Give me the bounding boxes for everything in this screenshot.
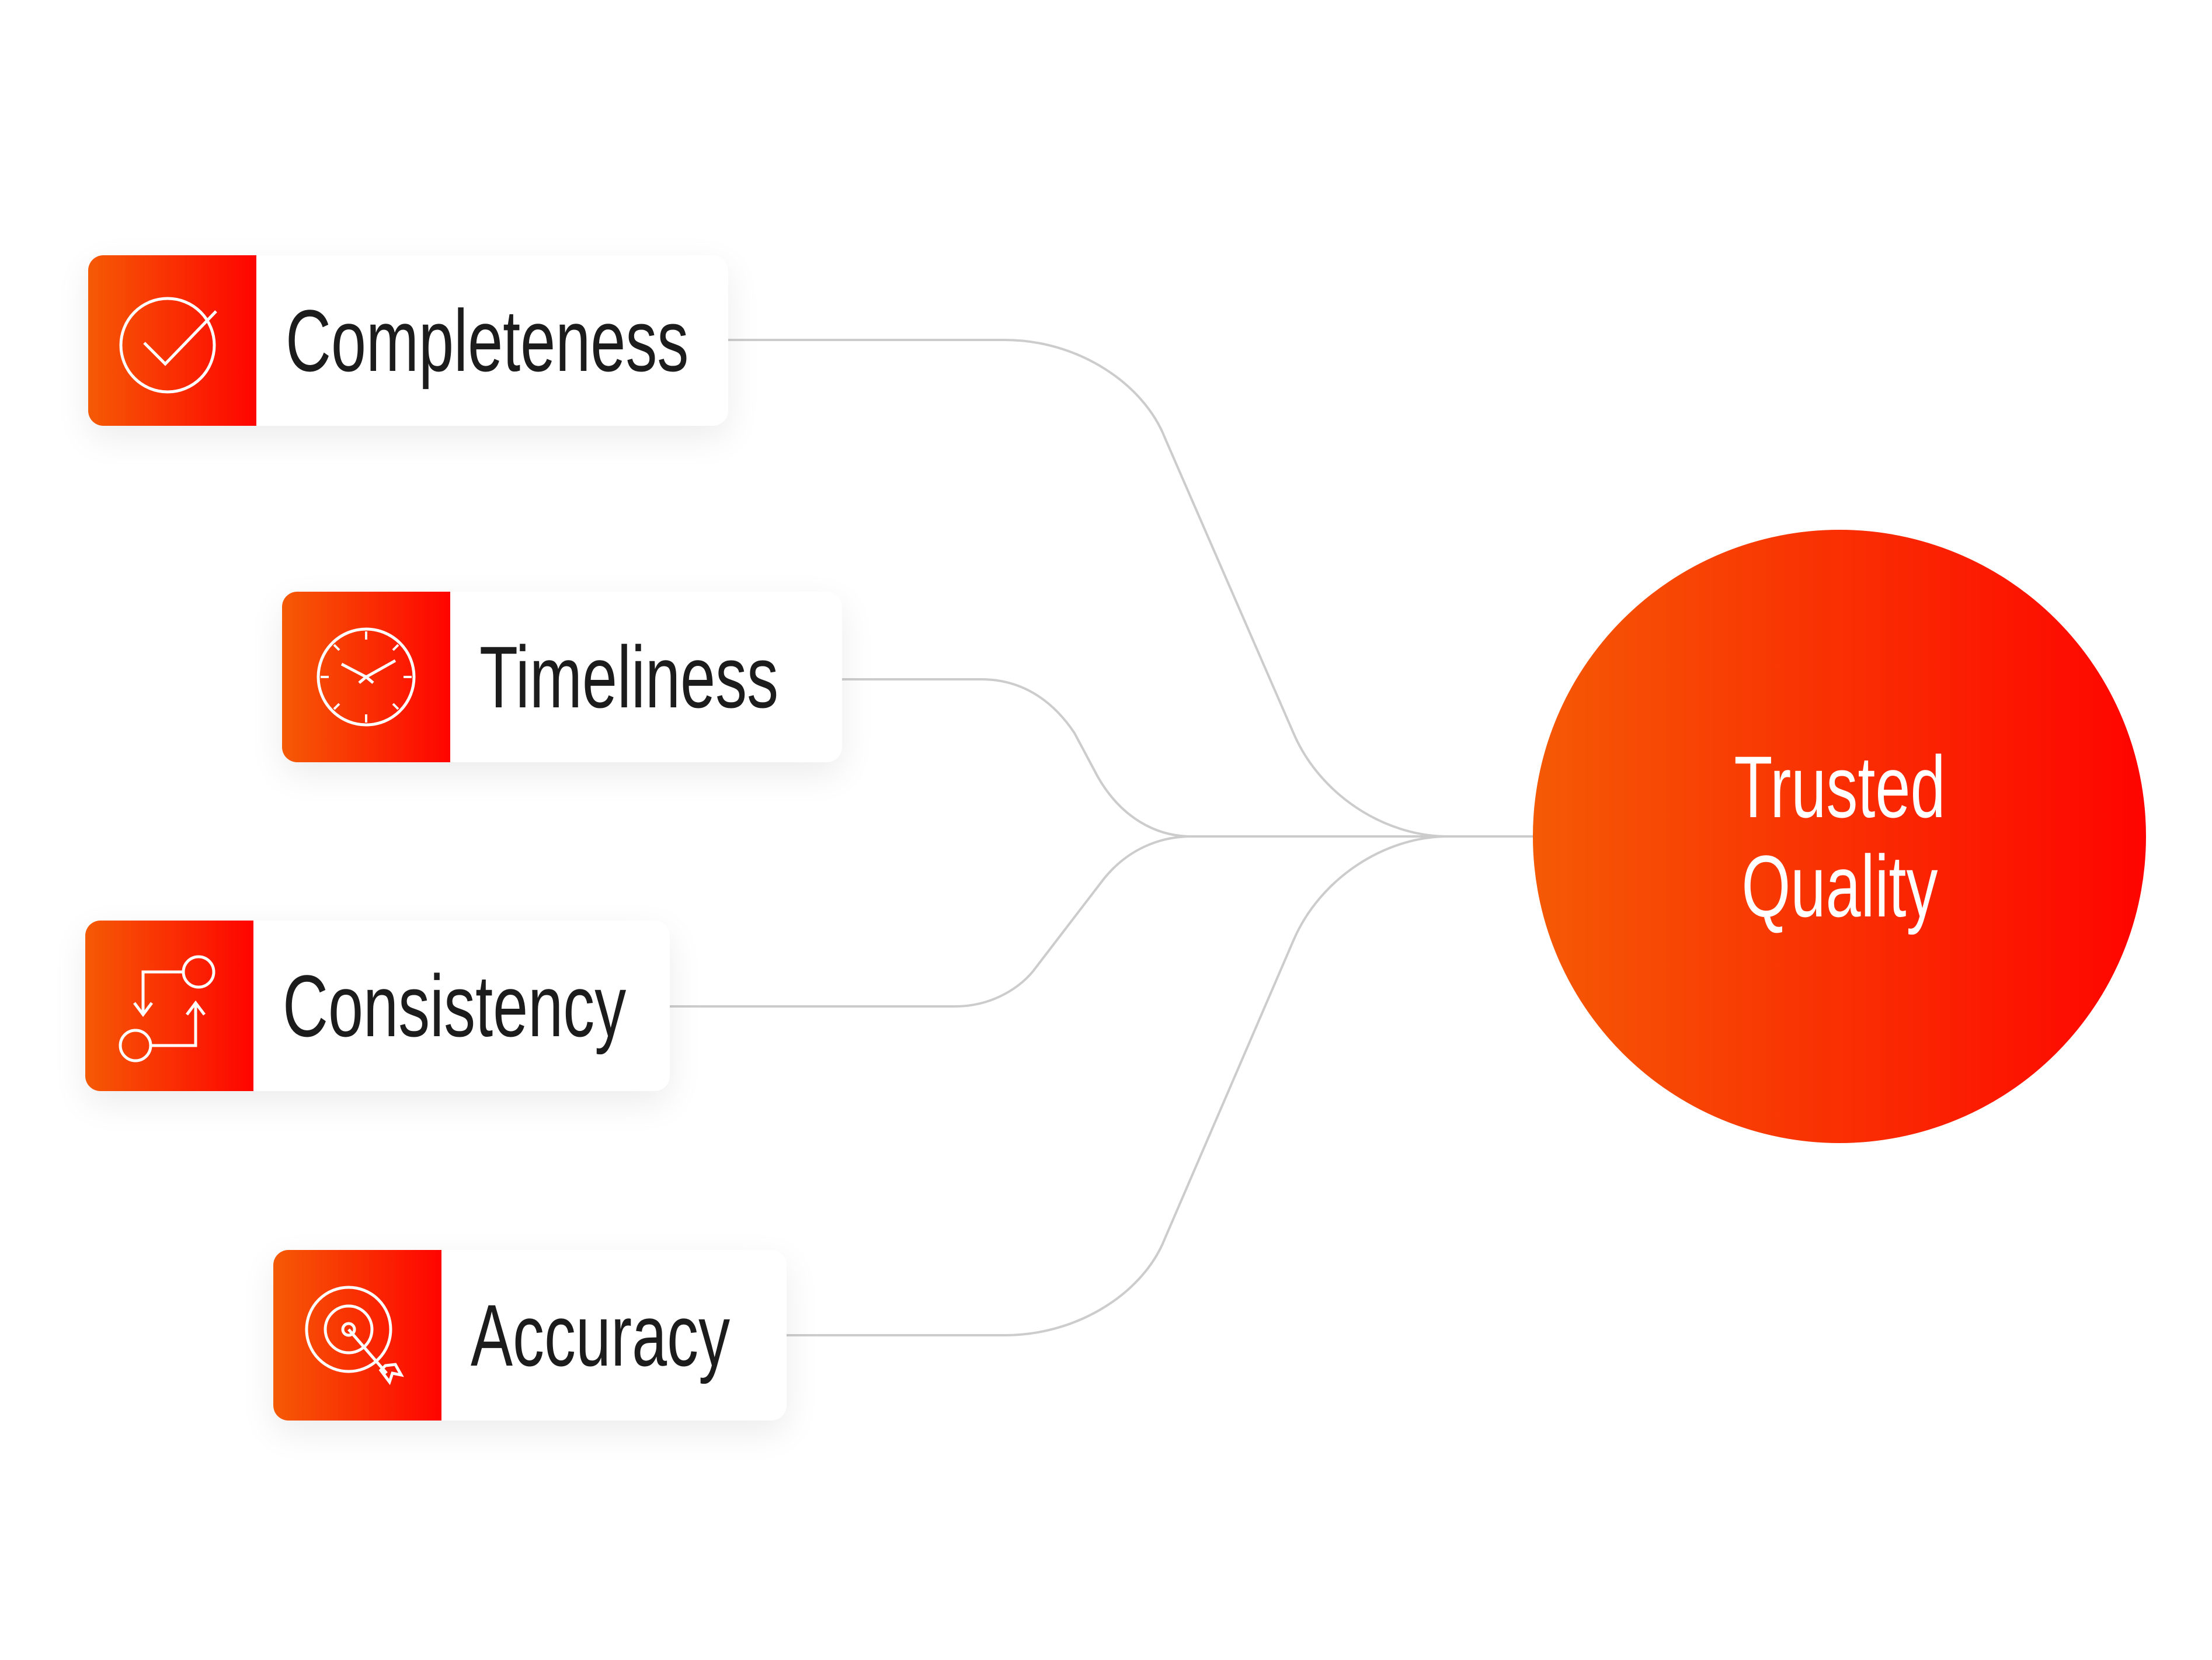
connector-timeliness (842, 678, 1192, 838)
target-icon (273, 1250, 441, 1421)
connector-completeness (728, 339, 1449, 838)
result-line-1: Trusted (1733, 738, 1946, 836)
connector-accuracy (787, 835, 1449, 1336)
result-line-2: Quality (1741, 837, 1938, 935)
pillar-label: Timeliness (479, 627, 779, 726)
trusted-quality-node: Trusted Quality (1533, 530, 2146, 1143)
pillar-card-completeness: Completeness (88, 255, 728, 426)
sync-flow-icon (85, 921, 253, 1091)
pillar-label: Consistency (283, 956, 627, 1055)
check-circle-icon (88, 255, 256, 426)
pillar-card-consistency: Consistency (85, 921, 670, 1091)
pillar-label: Accuracy (471, 1286, 731, 1384)
pillar-card-timeliness: Timeliness (282, 592, 842, 762)
clock-icon (282, 592, 450, 762)
connector-consistency (670, 835, 1192, 1008)
pillar-label: Completeness (286, 291, 689, 390)
pillar-card-accuracy: Accuracy (273, 1250, 787, 1421)
